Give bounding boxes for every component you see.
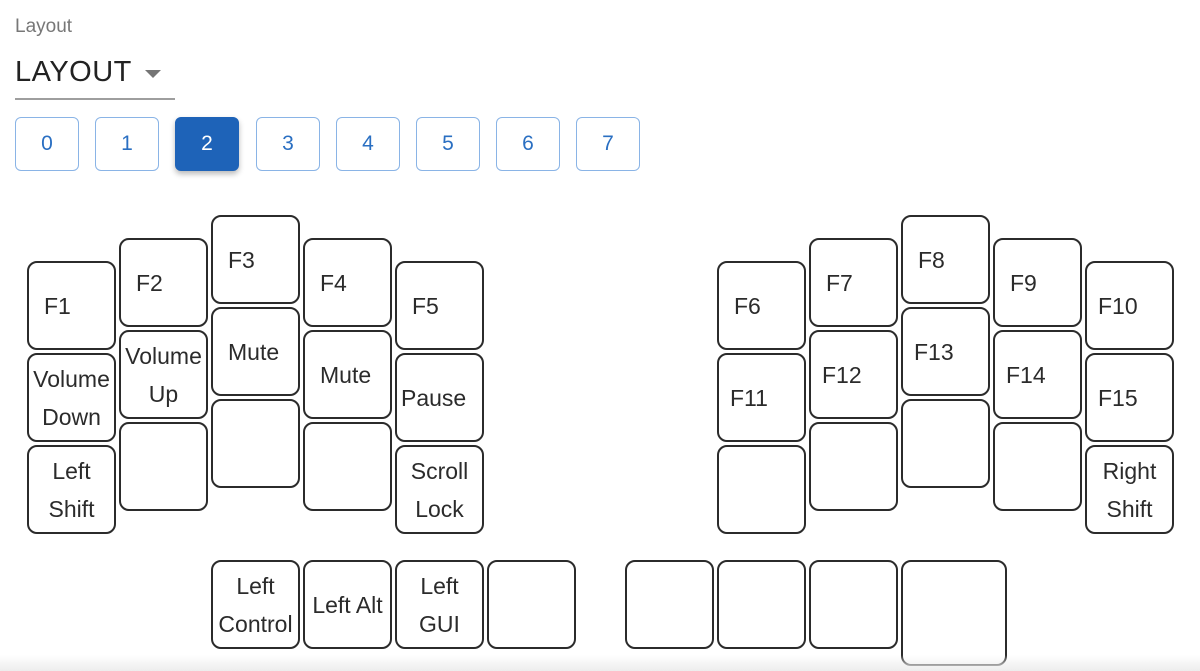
- key[interactable]: Right Shift: [1085, 445, 1174, 534]
- key[interactable]: F2: [119, 238, 208, 327]
- thumb-key[interactable]: Left Control: [211, 560, 300, 649]
- key[interactable]: Mute: [303, 330, 392, 419]
- key[interactable]: [211, 399, 300, 488]
- layer-button-1[interactable]: 1: [95, 117, 159, 171]
- key[interactable]: [993, 422, 1082, 511]
- layer-button-4[interactable]: 4: [336, 117, 400, 171]
- layer-button-6[interactable]: 6: [496, 117, 560, 171]
- key[interactable]: F9: [993, 238, 1082, 327]
- layer-button-0[interactable]: 0: [15, 117, 79, 171]
- key[interactable]: F10: [1085, 261, 1174, 350]
- key[interactable]: Mute: [211, 307, 300, 396]
- key[interactable]: Pause: [395, 353, 484, 442]
- layer-button-3[interactable]: 3: [256, 117, 320, 171]
- key[interactable]: Scroll Lock: [395, 445, 484, 534]
- key[interactable]: F12: [809, 330, 898, 419]
- layout-select-value: LAYOUT: [15, 56, 132, 88]
- caret-down-icon: [145, 70, 161, 78]
- thumb-key[interactable]: [487, 560, 576, 649]
- layer-button-7[interactable]: 7: [576, 117, 640, 171]
- layer-button-5[interactable]: 5: [416, 117, 480, 171]
- key[interactable]: [717, 445, 806, 534]
- key[interactable]: F7: [809, 238, 898, 327]
- layout-select[interactable]: LAYOUT: [15, 52, 175, 100]
- key[interactable]: F8: [901, 215, 990, 304]
- key[interactable]: F15: [1085, 353, 1174, 442]
- layer-button-2[interactable]: 2: [175, 117, 239, 171]
- thumb-key[interactable]: [717, 560, 806, 649]
- key[interactable]: [303, 422, 392, 511]
- key[interactable]: F3: [211, 215, 300, 304]
- key[interactable]: Left Shift: [27, 445, 116, 534]
- key[interactable]: [809, 422, 898, 511]
- key[interactable]: F1: [27, 261, 116, 350]
- key[interactable]: F11: [717, 353, 806, 442]
- key[interactable]: F5: [395, 261, 484, 350]
- key[interactable]: Volume Down: [27, 353, 116, 442]
- key[interactable]: F14: [993, 330, 1082, 419]
- key[interactable]: F4: [303, 238, 392, 327]
- key[interactable]: [119, 422, 208, 511]
- layout-field-label: Layout: [15, 16, 73, 37]
- thumb-key[interactable]: Left GUI: [395, 560, 484, 649]
- key[interactable]: [901, 399, 990, 488]
- key[interactable]: F6: [717, 261, 806, 350]
- thumb-key[interactable]: Left Alt: [303, 560, 392, 649]
- key[interactable]: Volume Up: [119, 330, 208, 419]
- key[interactable]: F13: [901, 307, 990, 396]
- bottom-scroll-shadow: [0, 655, 1200, 671]
- thumb-key[interactable]: [625, 560, 714, 649]
- thumb-key[interactable]: [809, 560, 898, 649]
- thumb-key[interactable]: [901, 560, 1007, 666]
